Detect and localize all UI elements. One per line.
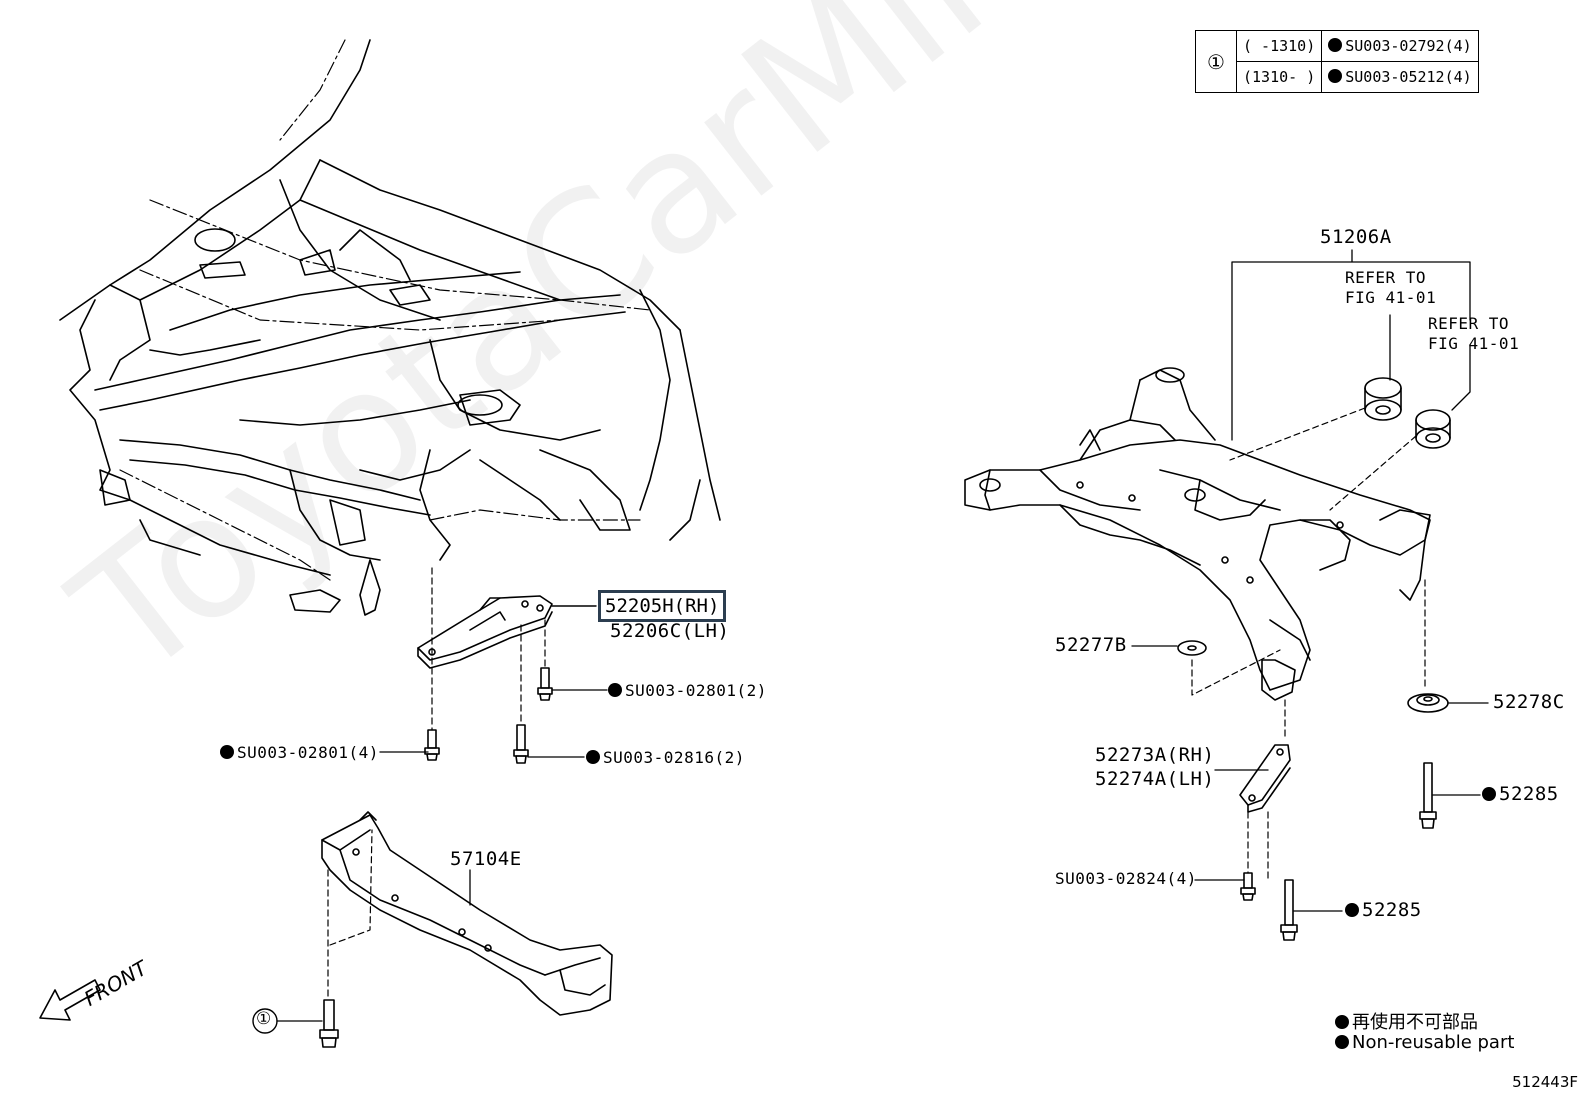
bracket-dashed-lines (431, 567, 546, 731)
label-51206a[interactable]: 51206A (1320, 226, 1392, 248)
non-reusable-dot-icon (1328, 69, 1343, 83)
brace-dashed-lines (1247, 811, 1269, 881)
body-guide-lines (119, 39, 651, 581)
label-52274a[interactable]: 52274A(LH) (1095, 768, 1215, 790)
bolt-su003-02801-2 (537, 667, 553, 701)
label-su003-02801-2[interactable]: SU003-02801(2) (608, 683, 767, 699)
bolt-52285-upper (1419, 762, 1437, 829)
legend-line-en: Non-reusable part (1335, 1032, 1514, 1053)
stopper-52278c (1407, 693, 1449, 713)
washer-52277b (1177, 640, 1207, 656)
bolt-52285-lower (1280, 879, 1298, 941)
label-52285-lower[interactable]: 52285 (1345, 901, 1422, 920)
bolt-su003-02801-4 (424, 729, 440, 761)
label-52273a[interactable]: 52273A(RH) (1095, 744, 1215, 766)
label-52205h-selected[interactable]: 52205H(RH) (598, 590, 727, 622)
label-57104e[interactable]: 57104E (450, 848, 522, 870)
front-body-structure (59, 39, 721, 616)
bolt-su003-02824-4 (1240, 872, 1256, 901)
bracket-leader-lines (379, 689, 608, 758)
bracket-52205h (417, 595, 553, 669)
table-range-1: ( -1310) (1235, 30, 1323, 62)
label-52278c[interactable]: 52278C (1493, 691, 1565, 713)
rear-subframe-51206a (964, 367, 1431, 701)
label-refer-to-2: REFER TO (1428, 314, 1510, 333)
table-part-2: SU003-05212(4) (1321, 61, 1479, 93)
table-part-1: SU003-02792(4) (1321, 30, 1479, 62)
table-key: ① (1195, 30, 1237, 93)
crossmember-57104e (321, 811, 613, 1016)
label-52277b[interactable]: 52277B (1055, 634, 1127, 656)
label-52206c[interactable]: 52206C(LH) (610, 620, 730, 642)
table-range-2: (1310- ) (1235, 61, 1323, 93)
label-su003-02801-4[interactable]: SU003-02801(4) (220, 745, 379, 761)
bolt-circle-one (319, 999, 339, 1048)
legend-line-jp: 再使用不可部品 (1335, 1008, 1478, 1034)
brace-52273a (1239, 744, 1291, 813)
bushing-lower (1415, 409, 1451, 449)
crossmember-dashed-lines (327, 829, 373, 1001)
non-reusable-dot-icon (1328, 38, 1343, 52)
reference-table: ① ( -1310) SU003-02792(4) (1310- ) SU003… (1195, 30, 1479, 93)
label-circle-one: ① (256, 1009, 272, 1029)
subframe-dashed-lines (1191, 407, 1426, 741)
label-su003-02824-4[interactable]: SU003-02824(4) (1055, 869, 1197, 888)
label-fig-41-01-2[interactable]: FIG 41-01 (1428, 334, 1520, 353)
label-fig-41-01-1[interactable]: FIG 41-01 (1345, 288, 1437, 307)
label-su003-02816-2[interactable]: SU003-02816(2) (586, 750, 745, 766)
subframe-leader-lines (1231, 249, 1471, 441)
figure-code: 512443F (1512, 1073, 1578, 1091)
label-refer-to-1: REFER TO (1345, 268, 1427, 287)
bushing-upper (1364, 377, 1402, 421)
bolt-su003-02816-2 (513, 724, 529, 764)
label-52285-upper[interactable]: 52285 (1482, 785, 1559, 804)
front-arrow (39, 979, 101, 1021)
